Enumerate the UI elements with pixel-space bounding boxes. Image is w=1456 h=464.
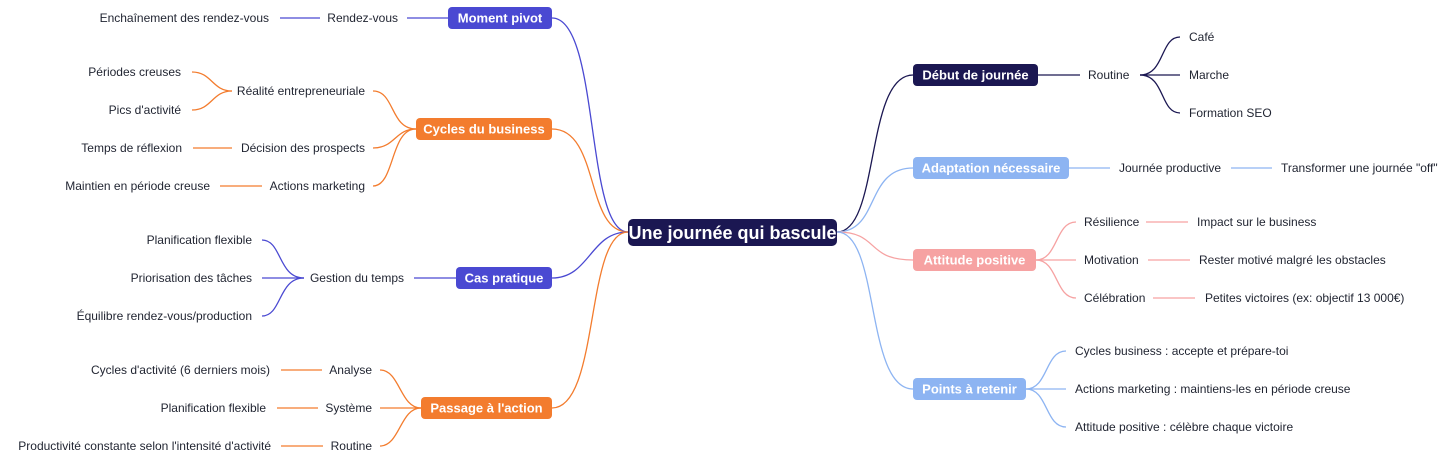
leaf-planification-flexible[interactable]: Planification flexible — [147, 233, 253, 247]
link-center-passage — [551, 231, 629, 409]
subtopic-point-attitude-positive[interactable]: Attitude positive : célèbre chaque victo… — [1075, 420, 1293, 434]
leaf-enchainement-rdv[interactable]: Enchaînement des rendez-vous — [100, 11, 269, 25]
subtopic-routine[interactable]: Routine — [331, 439, 373, 453]
subtopic-decision-prospects[interactable]: Décision des prospects — [241, 141, 365, 155]
leaf-temps-reflexion[interactable]: Temps de réflexion — [81, 141, 182, 155]
leaf-productivite-constante[interactable]: Productivité constante selon l'intensité… — [18, 439, 271, 453]
link-center-adaptation — [836, 167, 914, 233]
link-gestion-planif — [261, 239, 305, 279]
subtopic-resilience[interactable]: Résilience — [1084, 215, 1140, 229]
link-center-attitude — [836, 231, 914, 261]
link-cycles-realite — [372, 90, 417, 130]
branch-debut-label: Début de journée — [922, 68, 1028, 83]
connectors — [191, 17, 1272, 447]
subtopic-point-actions-marketing[interactable]: Actions marketing : maintiens-les en pér… — [1075, 382, 1351, 396]
branch-cycles-label: Cycles du business — [423, 122, 544, 137]
subtopic-gestion-du-temps[interactable]: Gestion du temps — [310, 271, 404, 285]
branch-cycles-du-business[interactable]: Cycles du business — [416, 118, 552, 140]
link-center-cycles — [551, 128, 629, 233]
branch-passage-a-l-action[interactable]: Passage à l'action — [421, 397, 552, 419]
branch-adaptation-label: Adaptation nécessaire — [922, 161, 1061, 176]
branch-cas-pratique[interactable]: Cas pratique — [456, 267, 552, 289]
leaf-equilibre-rdv-production[interactable]: Équilibre rendez-vous/production — [77, 308, 252, 323]
link-realite-pics — [191, 90, 233, 111]
leaf-impact-business[interactable]: Impact sur le business — [1197, 215, 1316, 229]
subtopic-systeme[interactable]: Système — [325, 401, 372, 415]
subtopic-motivation[interactable]: Motivation — [1084, 253, 1139, 267]
subtopic-realite-entrepreneuriale[interactable]: Réalité entrepreneuriale — [237, 84, 365, 98]
subtopic-journee-productive[interactable]: Journée productive — [1119, 161, 1221, 175]
subtopic-celebration[interactable]: Célébration — [1084, 291, 1145, 305]
leaf-cafe[interactable]: Café — [1189, 30, 1215, 44]
leaf-maintien-periode-creuse[interactable]: Maintien en période creuse — [65, 179, 210, 193]
leaf-periodes-creuses[interactable]: Périodes creuses — [88, 65, 181, 79]
link-realite-periodes — [191, 71, 233, 92]
link-routine-formation — [1139, 74, 1181, 114]
link-attitude-celebration — [1035, 259, 1077, 299]
leaf-transformer-journee-off[interactable]: Transformer une journée "off" — [1281, 161, 1438, 175]
link-points-attitude — [1025, 388, 1067, 428]
leaf-pics-activite[interactable]: Pics d'activité — [109, 103, 182, 117]
branch-debut-de-journee[interactable]: Début de journée — [913, 64, 1038, 86]
link-attitude-resilience — [1035, 221, 1077, 261]
leaf-cycles-activite[interactable]: Cycles d'activité (6 derniers mois) — [91, 363, 270, 377]
branch-moment-pivot-label: Moment pivot — [458, 11, 543, 26]
branch-passage-label: Passage à l'action — [430, 401, 542, 416]
branch-cas-pratique-label: Cas pratique — [465, 271, 544, 286]
branch-points-label: Points à retenir — [922, 382, 1017, 397]
subtopic-rendez-vous[interactable]: Rendez-vous — [327, 11, 398, 25]
branch-attitude-label: Attitude positive — [924, 253, 1026, 268]
leaf-petites-victoires[interactable]: Petites victoires (ex: objectif 13 000€) — [1205, 291, 1404, 305]
link-points-cycles — [1025, 350, 1067, 390]
subtopic-actions-marketing[interactable]: Actions marketing — [270, 179, 365, 193]
leaf-formation-seo[interactable]: Formation SEO — [1189, 106, 1272, 120]
central-topic-label: Une journée qui bascule — [628, 223, 836, 243]
link-center-points — [836, 231, 914, 390]
branch-moment-pivot[interactable]: Moment pivot — [448, 7, 552, 29]
subtopic-point-cycles-business[interactable]: Cycles business : accepte et prépare-toi — [1075, 344, 1288, 358]
branch-points-a-retenir[interactable]: Points à retenir — [913, 378, 1026, 400]
link-passage-analyse — [379, 369, 422, 409]
link-center-debut — [836, 74, 914, 233]
leaf-planification-flexible-2[interactable]: Planification flexible — [161, 401, 267, 415]
leaf-marche[interactable]: Marche — [1189, 68, 1229, 82]
leaf-priorisation-taches[interactable]: Priorisation des tâches — [131, 271, 252, 285]
link-passage-routine — [379, 407, 422, 447]
link-cycles-actions — [372, 128, 417, 187]
branch-adaptation-necessaire[interactable]: Adaptation nécessaire — [913, 157, 1069, 179]
branch-attitude-positive[interactable]: Attitude positive — [913, 249, 1036, 271]
subtopic-routine-matin[interactable]: Routine — [1088, 68, 1130, 82]
link-routine-cafe — [1139, 36, 1181, 76]
link-gestion-equilibre — [261, 277, 305, 317]
subtopic-analyse[interactable]: Analyse — [329, 363, 372, 377]
link-cycles-decision — [372, 128, 417, 149]
link-center-moment-pivot — [551, 17, 629, 233]
leaf-rester-motive[interactable]: Rester motivé malgré les obstacles — [1199, 253, 1386, 267]
central-topic[interactable]: Une journée qui bascule — [628, 219, 837, 246]
link-center-cas-pratique — [551, 231, 629, 279]
